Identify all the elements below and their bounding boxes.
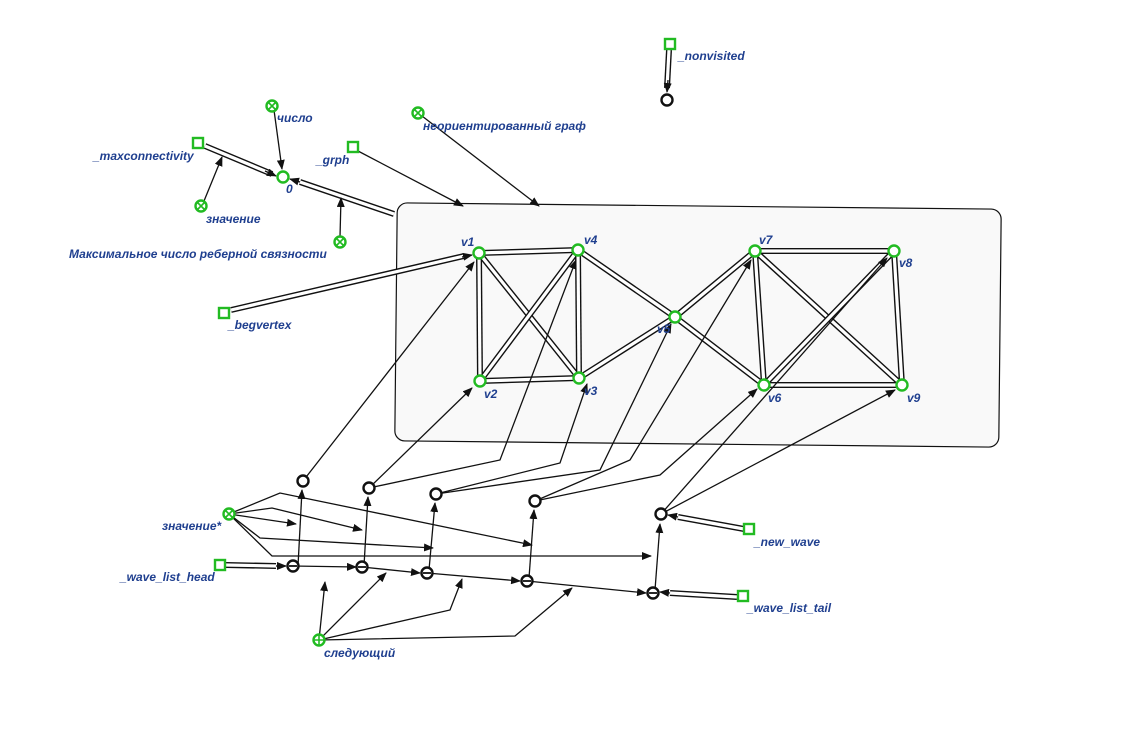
vertex-v5 bbox=[668, 310, 682, 324]
vertex-v2 bbox=[473, 374, 487, 388]
grph-square bbox=[346, 140, 360, 154]
single-arcs bbox=[203, 109, 896, 641]
label-chislo: число bbox=[277, 111, 313, 125]
node-sleduyushchiy-class bbox=[312, 633, 326, 647]
label-v7: v7 bbox=[759, 233, 774, 247]
vertex-v3 bbox=[572, 371, 586, 385]
wave-list-head-square bbox=[213, 558, 227, 572]
node-maxchislo-class bbox=[333, 235, 347, 249]
node-zero bbox=[276, 170, 290, 184]
begvertex-square bbox=[217, 306, 231, 320]
list-element-3 bbox=[420, 566, 434, 580]
label-v6: v6 bbox=[768, 391, 782, 405]
label-v2: v2 bbox=[484, 387, 498, 401]
node-nonvisited-target bbox=[660, 93, 674, 107]
wave-node-1 bbox=[296, 474, 310, 488]
label-wave-list-tail: _wave_list_tail bbox=[746, 601, 832, 615]
label-v1: v1 bbox=[461, 235, 475, 249]
arc-nonvisited-node bbox=[663, 49, 672, 93]
wave-list-tail-square bbox=[736, 589, 750, 603]
vertex-v1 bbox=[472, 246, 486, 260]
arc-contour-zero bbox=[289, 177, 395, 217]
arc-maxconn-zero bbox=[203, 143, 277, 177]
list-element-5 bbox=[646, 586, 660, 600]
label-neorient: неориентированный граф bbox=[423, 119, 586, 133]
node-znachenie-class bbox=[194, 199, 208, 213]
nonvisited-square bbox=[663, 37, 677, 51]
label-maxchislo: Максимальное число реберной связности bbox=[69, 247, 327, 261]
vertex-v4 bbox=[571, 243, 585, 257]
node-neorient-class bbox=[411, 106, 425, 120]
maxconnectivity-square bbox=[191, 136, 205, 150]
label-znachenie-star: значение* bbox=[162, 519, 223, 533]
graph-edges bbox=[476, 247, 905, 388]
labels: _nonvisited число неориентированный граф… bbox=[69, 49, 921, 660]
label-maxconn: _maxconnectivity bbox=[92, 149, 195, 163]
label-begvertex: _begvertex bbox=[227, 318, 293, 332]
label-zero: 0 bbox=[286, 182, 293, 196]
label-sleduyushchiy: следующий bbox=[324, 646, 396, 660]
label-grph: _grph bbox=[315, 153, 349, 167]
label-v8: v8 bbox=[899, 256, 913, 270]
double-arcs bbox=[203, 49, 905, 600]
arc-wave-list-head bbox=[225, 562, 287, 570]
nodes bbox=[191, 37, 909, 647]
vertex-v9 bbox=[895, 378, 909, 392]
label-nonvisited: _nonvisited bbox=[677, 49, 745, 63]
label-wave-list-head: _wave_list_head bbox=[119, 570, 215, 584]
wave-node-5 bbox=[654, 507, 668, 521]
list-element-4 bbox=[520, 574, 534, 588]
vertex-v8 bbox=[887, 244, 901, 258]
label-v5: v5 bbox=[657, 322, 671, 336]
wave-node-2 bbox=[362, 481, 376, 495]
list-element-1 bbox=[286, 559, 300, 573]
label-v9: v9 bbox=[907, 391, 921, 405]
arc-begvertex-v1 bbox=[230, 252, 473, 313]
new-wave-square bbox=[742, 522, 756, 536]
arc-wave-list-tail bbox=[659, 588, 738, 600]
node-chislo-class bbox=[265, 99, 279, 113]
label-v4: v4 bbox=[584, 233, 598, 247]
vertex-v7 bbox=[748, 244, 762, 258]
arc-new-wave bbox=[667, 512, 745, 532]
label-v3: v3 bbox=[584, 384, 598, 398]
wave-node-3 bbox=[429, 487, 443, 501]
list-element-2 bbox=[355, 560, 369, 574]
label-new-wave: _new_wave bbox=[753, 535, 820, 549]
label-znachenie: значение bbox=[206, 212, 261, 226]
wave-node-4 bbox=[528, 494, 542, 508]
graph-structure-contour bbox=[394, 202, 1002, 448]
node-znachenie-star-class bbox=[222, 507, 236, 521]
vertex-v6 bbox=[757, 378, 771, 392]
